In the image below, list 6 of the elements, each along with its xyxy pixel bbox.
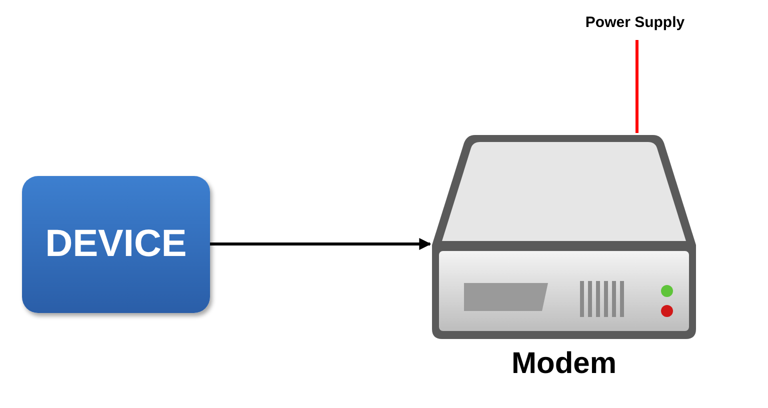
modem-label: Modem [510,347,618,381]
power-supply-label: Power Supply [585,14,685,31]
arrow [210,238,432,250]
device-label: DEVICE [45,223,187,266]
connector-line [636,40,638,133]
device-box [22,176,210,313]
